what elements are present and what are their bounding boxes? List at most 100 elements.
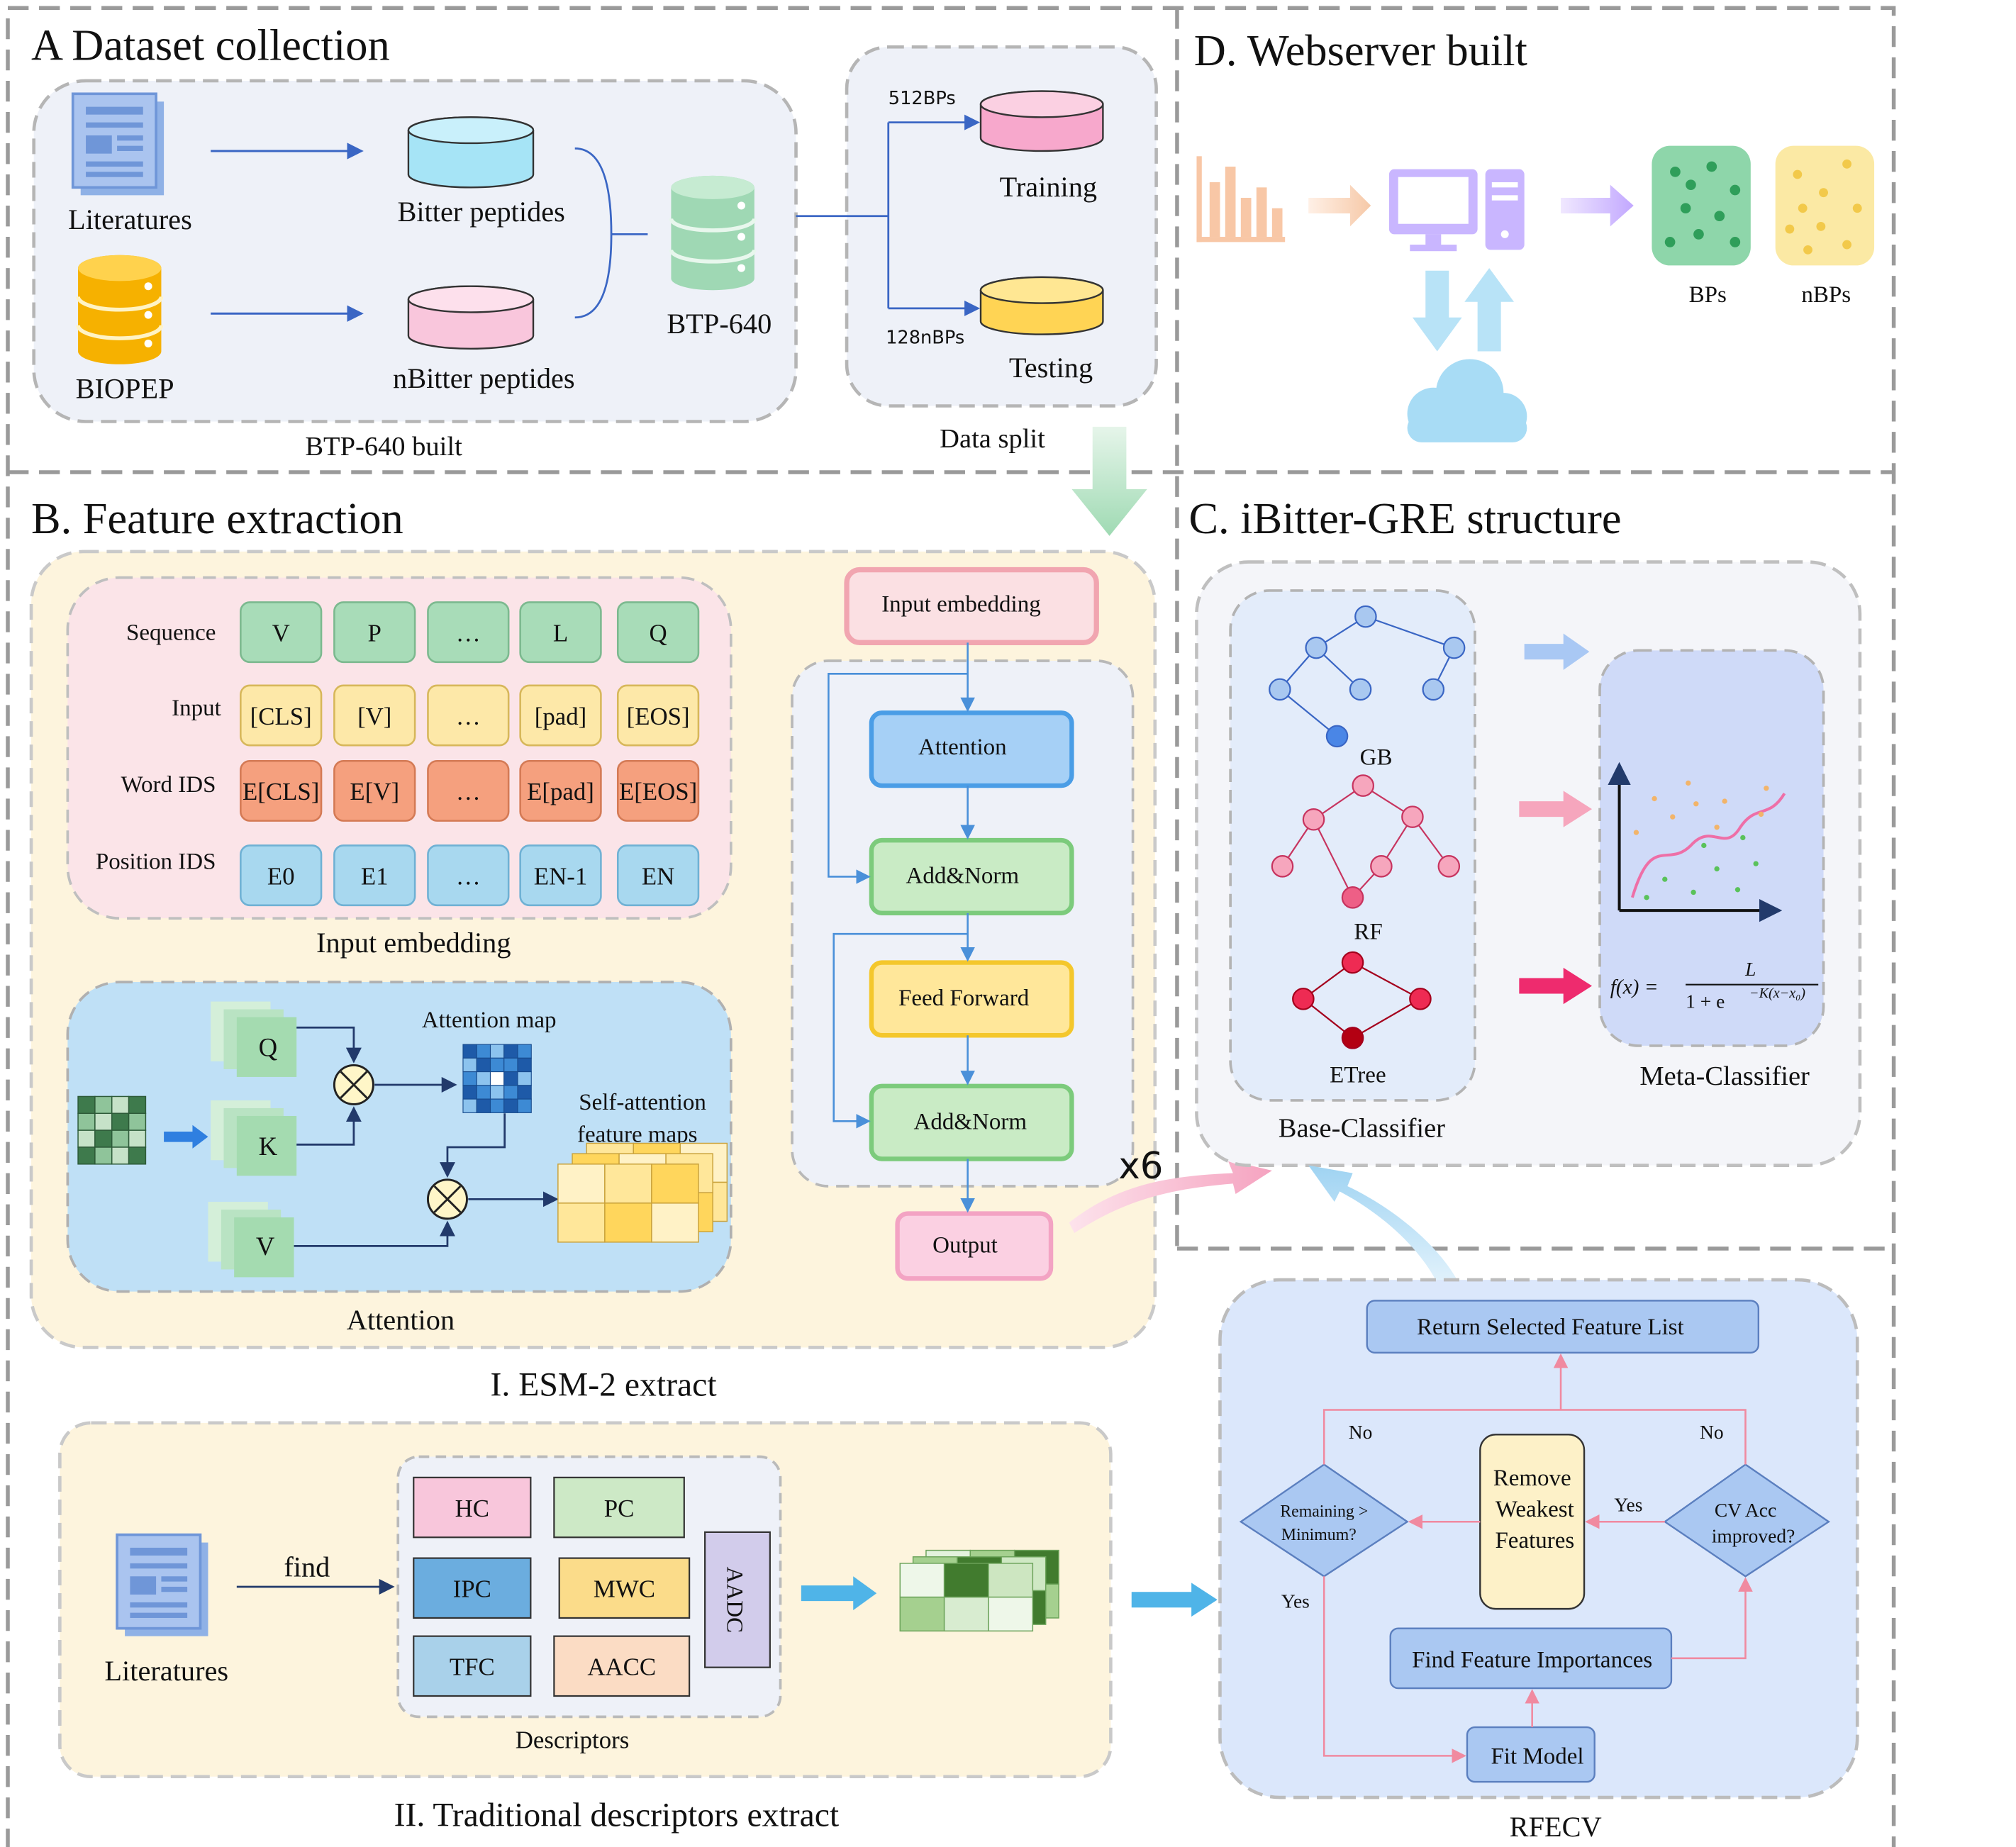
- server-computer-icon: [1388, 169, 1525, 252]
- descriptor-label: IPC: [453, 1575, 491, 1603]
- multiply-node-1: [333, 1064, 374, 1105]
- literature-icon-2: [116, 1533, 208, 1636]
- position-id-token-box: [333, 844, 416, 907]
- panel-b: B. Feature extraction Sequence Input Wor…: [29, 494, 1272, 1834]
- sequence-token-label: P: [368, 619, 382, 647]
- descriptor-cell: [413, 1476, 532, 1539]
- sequence-token-label: …: [456, 619, 481, 647]
- q-stack: [211, 1001, 297, 1077]
- position-id-token-label: EN: [642, 862, 674, 890]
- up-download-arrow: [1464, 268, 1515, 352]
- etree-tree-icon: [1292, 951, 1432, 1049]
- row-label-input: Input: [172, 696, 221, 721]
- matrix-to-rfecv-arrow: [1131, 1583, 1218, 1617]
- meta-classifier-label: Meta-Classifier: [1639, 1061, 1810, 1091]
- transformer-add-norm-1: [869, 837, 1074, 916]
- aadc-label: AADC: [721, 1567, 747, 1634]
- merge-brace: [574, 147, 648, 319]
- v-label: V: [256, 1232, 275, 1261]
- descriptors-label: Descriptors: [516, 1726, 630, 1753]
- output-to-classifier-arrow: [1069, 1160, 1272, 1234]
- base-classifier-label: Base-Classifier: [1279, 1113, 1445, 1143]
- multiply-node-2: [426, 1178, 468, 1220]
- fit-model-node: [1466, 1726, 1595, 1783]
- remove-label-1: Remove: [1493, 1466, 1571, 1491]
- position-id-token-box: [616, 844, 700, 907]
- k-label: K: [259, 1132, 278, 1161]
- biopep-database-icon: [76, 255, 164, 364]
- row-label-sequence: Sequence: [126, 620, 216, 646]
- find-label: find: [284, 1551, 330, 1583]
- sequence-token-box: [519, 601, 602, 664]
- traditional-label: II. Traditional descriptors extract: [394, 1797, 840, 1834]
- literatures-label: Literatures: [68, 203, 192, 235]
- fit-model-label: Fit Model: [1491, 1743, 1583, 1769]
- row-label-word-ids: Word IDS: [121, 772, 216, 798]
- descriptor-matrix-icon: [899, 1549, 1059, 1632]
- input-token-box: [427, 684, 510, 747]
- q-label: Q: [259, 1033, 277, 1062]
- transformer-output-label: Output: [932, 1233, 998, 1259]
- formula-lhs: f(x) =: [1610, 976, 1659, 999]
- transformer-input-embedding: [844, 567, 1099, 645]
- btp-built-label: BTP-640 built: [305, 432, 462, 462]
- position-id-token-label: EN-1: [534, 862, 587, 890]
- panel-c-title: C. iBitter-GRE structure: [1188, 494, 1621, 543]
- bps-label: BPs: [1689, 282, 1727, 308]
- rfecv-label: RFECV: [1510, 1811, 1602, 1843]
- self-attention-label-1: Self-attention: [579, 1090, 706, 1115]
- testing-cylinder: [979, 276, 1104, 335]
- transformer-block: [791, 659, 1135, 1188]
- bar-chart-icon: [1196, 156, 1286, 242]
- nbps-count-label: 128nBPs: [886, 327, 964, 348]
- position-id-token-box: [427, 844, 510, 907]
- return-feature-list-label: Return Selected Feature List: [1417, 1315, 1684, 1340]
- gb-to-meta-arrow: [1524, 633, 1590, 670]
- sequence-token-box: [427, 601, 510, 664]
- input-token-label: [EOS]: [627, 703, 690, 730]
- panel-a: A Dataset collection Literatures BIOPEP: [31, 21, 1158, 536]
- training-label: Training: [1000, 171, 1098, 203]
- nbps-label: nBPs: [1801, 282, 1851, 308]
- remaining-label-2: Minimum?: [1281, 1526, 1357, 1544]
- position-id-token-label: E0: [267, 862, 295, 890]
- yes-mid-label: Yes: [1614, 1494, 1642, 1516]
- rf-to-meta-arrow: [1519, 791, 1593, 827]
- meta-plot-icon: [1608, 761, 1786, 922]
- formula-denominator: 1 + e: [1686, 991, 1725, 1012]
- panel-c: C. iBitter-GRE structure GB RF ETree B: [1188, 494, 1862, 1298]
- panel-b-title: B. Feature extraction: [31, 494, 403, 543]
- input-embedding-label: Input embedding: [316, 927, 511, 959]
- sequence-token-box: [240, 601, 323, 664]
- position-id-token-box: [240, 844, 323, 907]
- gb-tree-icon: [1269, 605, 1466, 748]
- transformer-attention-label: Attention: [918, 735, 1007, 760]
- descriptor-cell: [553, 1476, 685, 1539]
- etree-label: ETree: [1330, 1062, 1386, 1088]
- transformer-attention: [869, 710, 1074, 788]
- attention-map-icon: [462, 1044, 532, 1113]
- attention-label: Attention: [347, 1304, 455, 1336]
- remaining-label-1: Remaining >: [1280, 1502, 1368, 1521]
- rfecv-panel: Return Selected Feature List Remaining >…: [1218, 1278, 1859, 1843]
- literatures-label-2: Literatures: [104, 1655, 228, 1687]
- literature-icon: [71, 92, 165, 196]
- word-id-token-label: E[pad]: [527, 778, 594, 805]
- find-importances-label: Find Feature Importances: [1412, 1648, 1652, 1673]
- matrix-to-k-arrow: [164, 1125, 208, 1149]
- data-to-server-arrow: [1308, 184, 1371, 227]
- sequence-token-label: Q: [650, 619, 667, 647]
- meta-classifier-box: [1598, 649, 1825, 1047]
- input-token-label: [pad]: [535, 703, 586, 730]
- bps-result-tile: [1652, 145, 1751, 266]
- sequence-token-label: V: [272, 619, 290, 647]
- bitter-peptides-label: Bitter peptides: [397, 196, 564, 228]
- word-id-token-box: [519, 759, 602, 822]
- base-classifier-box: [1229, 589, 1476, 1102]
- cv-decision-node: [1663, 1463, 1831, 1578]
- transformer-input-embedding-label: Input embedding: [881, 591, 1041, 617]
- input-token-box: [616, 684, 700, 747]
- sequence-token-box: [333, 601, 416, 664]
